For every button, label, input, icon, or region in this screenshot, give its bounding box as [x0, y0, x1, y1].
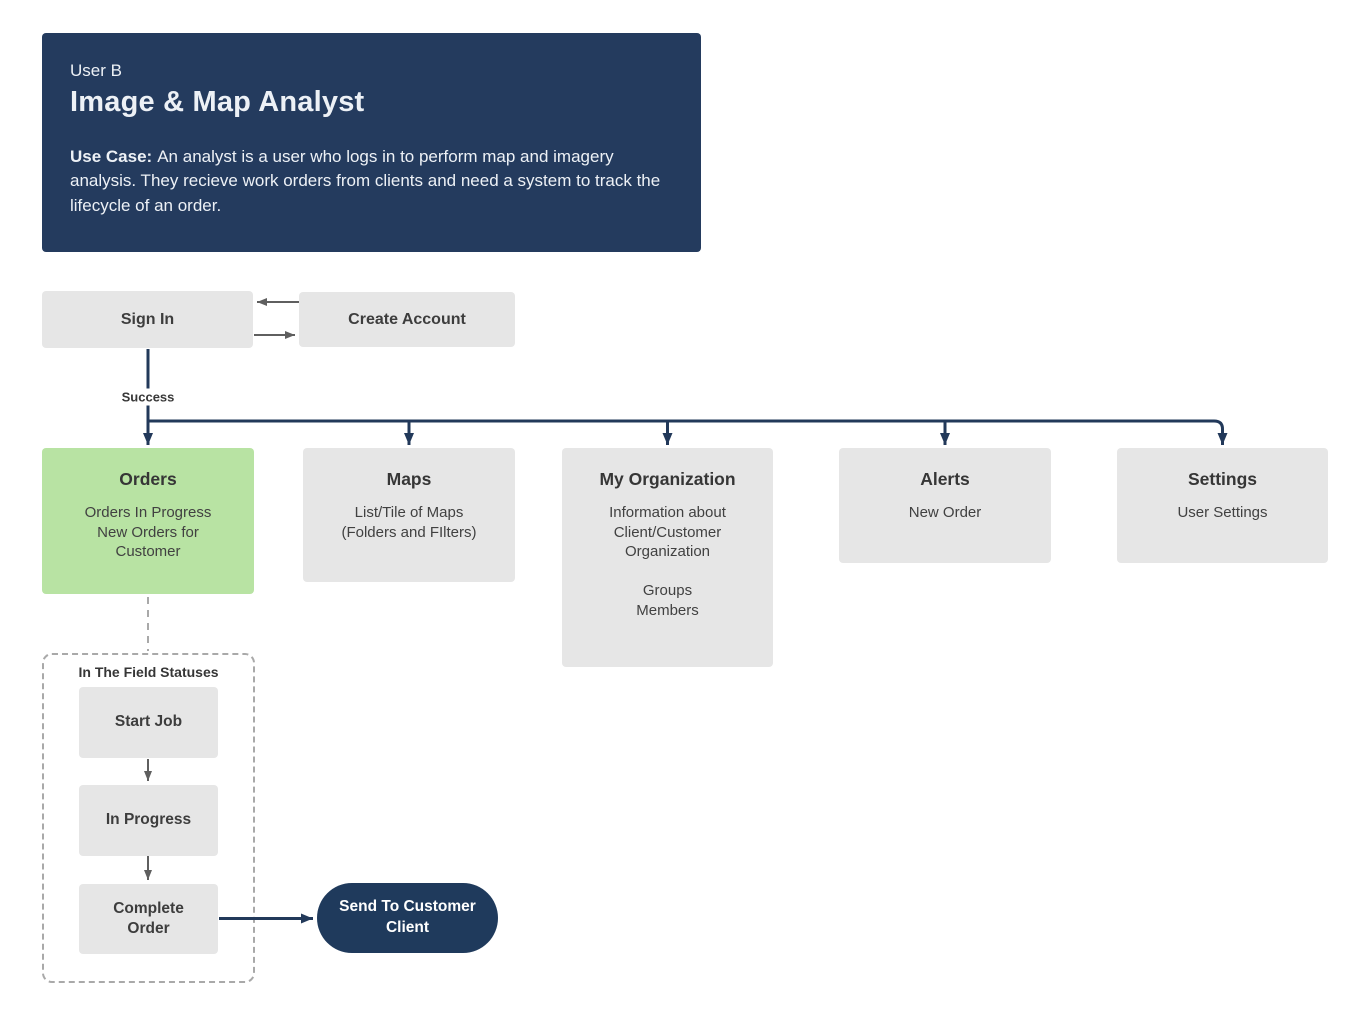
sign-in-label: Sign In	[120, 310, 175, 328]
my-organization-title: My Organization	[599, 469, 736, 489]
alerts-title: Alerts	[920, 469, 970, 489]
alerts-body: New Order	[908, 504, 982, 521]
complete-order-label: Complete Order	[113, 899, 184, 937]
field-statuses-label: In The Field Statuses	[78, 664, 219, 680]
persona-header-card[interactable]: User B Image & Map Analyst Use Case:An a…	[42, 33, 701, 252]
maps-title: Maps	[386, 469, 432, 489]
persona-title: Image & Map Analyst	[70, 86, 365, 118]
node-in-progress[interactable]: In Progress	[79, 785, 218, 856]
orders-title: Orders	[119, 469, 177, 489]
node-start-job[interactable]: Start Job	[79, 687, 218, 758]
settings-title: Settings	[1187, 469, 1258, 489]
use-case-label: Use Case:	[70, 147, 153, 166]
my-organization-body: Information about Client/Customer Organi…	[609, 504, 726, 619]
settings-body: User Settings	[1177, 504, 1268, 521]
start-job-label: Start Job	[114, 713, 183, 731]
create-account-label: Create Account	[348, 310, 466, 328]
node-maps[interactable]: Maps List/Tile of Maps (Folders and FIlt…	[303, 448, 515, 582]
node-complete-order[interactable]: Complete Order	[79, 884, 218, 954]
connector-branch-to-settings	[148, 419, 1228, 445]
node-sign-in[interactable]: Sign In	[42, 291, 253, 348]
use-case-paragraph: Use Case:An analyst is a user who logs i…	[70, 145, 673, 218]
field-statuses-container[interactable]	[42, 653, 255, 983]
orders-body: Orders In Progress New Orders for Custom…	[84, 504, 212, 560]
use-case-text: An analyst is a user who logs in to perf…	[70, 147, 661, 215]
persona-user-label: User B	[70, 61, 122, 80]
node-send-to-customer[interactable]: Send To Customer Client	[317, 883, 498, 953]
send-to-customer-label: Send To Customer Client	[339, 898, 476, 936]
in-progress-label: In Progress	[105, 811, 192, 829]
success-connector-label: Success	[116, 388, 180, 406]
node-my-organization[interactable]: My Organization Information about Client…	[562, 448, 773, 667]
node-orders[interactable]: Orders Orders In Progress New Orders for…	[42, 448, 254, 594]
node-create-account[interactable]: Create Account	[299, 292, 515, 347]
node-settings[interactable]: Settings User Settings	[1117, 448, 1328, 563]
maps-body: List/Tile of Maps (Folders and FIlters)	[341, 504, 477, 541]
node-alerts[interactable]: Alerts New Order	[839, 448, 1051, 563]
